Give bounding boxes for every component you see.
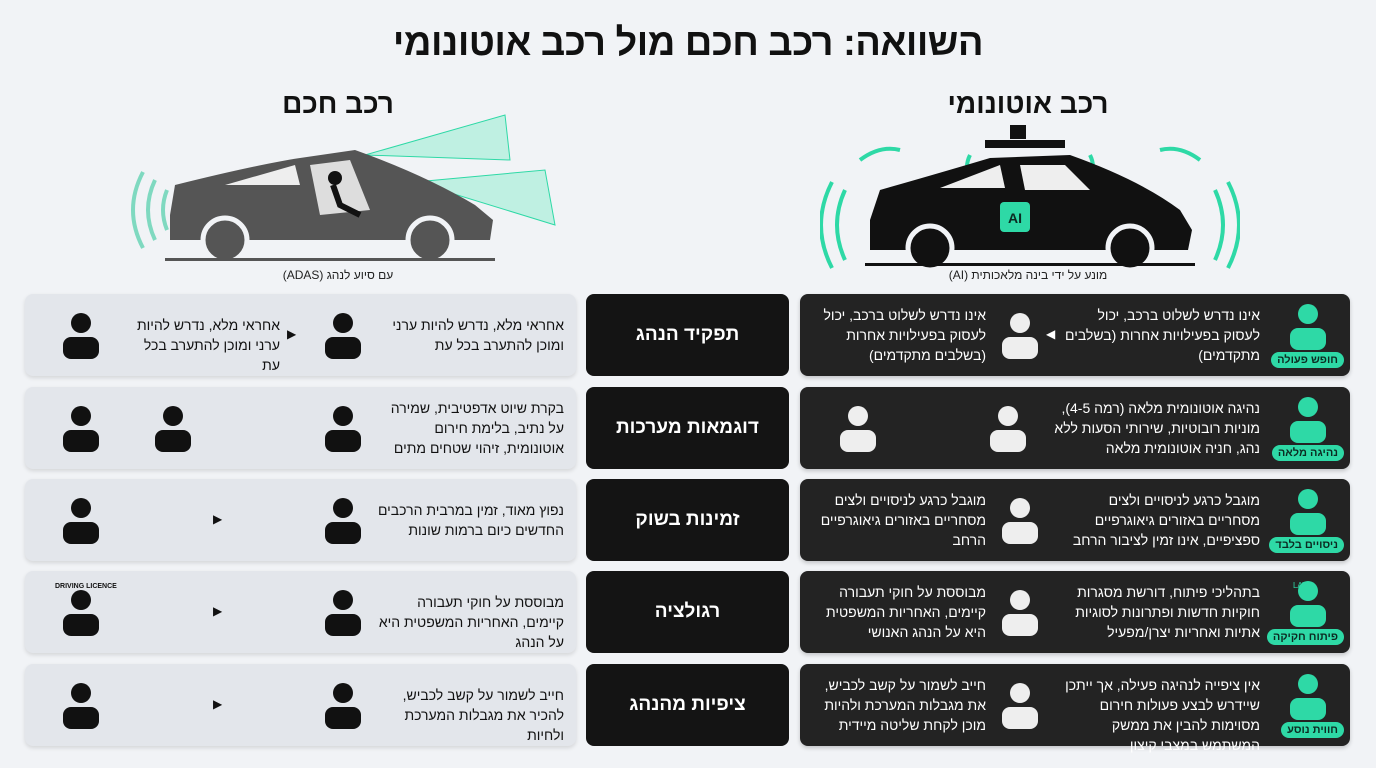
autonomous-car-illustration: AI (820, 125, 1240, 270)
page-title: השוואה: רכב חכם מול רכב אוטונומי (392, 22, 984, 64)
parking-icon (840, 406, 876, 452)
autonomous-row-text-2: מבוססת על חוקי תעבורה קיימים, האחריות המ… (826, 584, 986, 640)
test-car-icon (1290, 489, 1326, 535)
connected-car-icon (1002, 498, 1038, 544)
sensor-beam (364, 114, 511, 161)
driver-icon (63, 313, 99, 359)
tag-badge: ניסויים בלבד (1269, 537, 1344, 553)
eye-icon (63, 683, 99, 729)
smart-row-text: אחראי מלא, נדרש להיות ערני ומוכן להתערב … (392, 317, 564, 353)
law-scroll-icon (1290, 581, 1326, 627)
lane-keeping-icon (63, 406, 99, 452)
smart-row-3: נפוץ מאוד, זמין במרבית הרכבים החדשים כיו… (25, 479, 576, 561)
tag-badge: חווית נוסע (1281, 722, 1344, 738)
smart-row-text: בקרת שיוט אדפטיבית, שמירה על נתיב, בלימת… (390, 400, 564, 456)
sensor-beam (414, 169, 556, 226)
arrow-icon: ▶ (213, 512, 223, 526)
autonomous-row-text-2: אינו נדרש לשלוט ברכב, יכול לעסוק בפעילוי… (823, 307, 986, 363)
autonomous-row-4: פיתוח חקיקה LAW בתהליכי פיתוח, דורשת מסג… (800, 571, 1350, 653)
relaxing-passenger-icon (1290, 304, 1326, 350)
passenger-chat-icon (1290, 674, 1326, 720)
steering-wheel-icon (325, 313, 361, 359)
driving-licence-icon (63, 590, 99, 636)
support-agent-icon (1002, 683, 1038, 729)
smart-row-2: בקרת שיוט אדפטיבית, שמירה על נתיב, בלימת… (25, 387, 576, 469)
smart-row-text: חייב לשמור על קשב לכביש, להכיר את מגבלות… (402, 687, 564, 743)
smart-row-text: נפוץ מאוד, זמין במרבית הרכבים החדשים כיו… (377, 502, 564, 538)
car-body (870, 155, 1192, 250)
collision-warning-icon (155, 406, 191, 452)
tag-badge: פיתוח חקיקה (1266, 629, 1344, 645)
autonomous-row-text: מוגבל כרגע לניסויים ולצים מסחריים באזורי… (1072, 492, 1260, 548)
tag-badge: חופש פעולה (1271, 352, 1344, 368)
autonomous-car-header: רכב אוטונומי (947, 88, 1109, 119)
document-icon (325, 590, 361, 636)
autonomous-row-text: אין ציפייה לנהיגה פעילה, אך ייתכן שיידרש… (1065, 677, 1260, 753)
autonomous-row-5: חווית נוסע אין ציפייה לנהיגה פעילה, אך י… (800, 664, 1350, 753)
smart-row-4: מבוססת על חוקי תעבורה קיימים, האחריות המ… (25, 571, 576, 653)
autonomous-row-text: בתהליכי פיתוח, דורשת מסגרות חוקיות חדשות… (1075, 584, 1260, 640)
autonomous-row-1: חופש פעולה אינו נדרש לשלוט ברכב, יכול לע… (800, 294, 1350, 376)
reading-passenger-icon (1002, 313, 1038, 359)
tag-badge: נהיגה מלאה (1271, 445, 1344, 461)
licence-label: DRIVING LICENCE (55, 583, 117, 590)
arrow-icon: ▶ (213, 697, 223, 711)
smart-car-illustration (131, 114, 556, 265)
cars-check-icon (325, 498, 361, 544)
autonomous-row-3: ניסויים בלבד מוגבל כרגע לניסויים ולצים מ… (800, 479, 1350, 561)
autonomous-row-text-2: מוגבל כרגע לניסויים ולצים מסחריים באזורי… (820, 492, 986, 548)
autonomous-row-2: נהיגה מלאה נהיגה אוטונומית מלאה (רמה 4-5… (800, 387, 1350, 469)
arrow-left-icon: ◀ (1046, 327, 1056, 341)
smart-car-caption: עם סיוע לנהג (ADAS) (282, 268, 394, 282)
brain-icon (325, 683, 361, 729)
autonomous-row-text: נהיגה אוטונומית מלאה (רמה 4-5), מוניות ר… (1054, 400, 1260, 456)
sensor-waves-icon (131, 171, 169, 249)
arrow-icon: ▶ (287, 327, 297, 341)
law-label: LAW (1292, 581, 1310, 590)
dealership-icon (63, 498, 99, 544)
gavel-document-icon (1002, 590, 1038, 636)
self-driving-car-icon (1290, 397, 1326, 443)
category-label: זמינות בשוק (586, 479, 789, 561)
smart-row-text-2: אחראי מלא, נדרש להיות ערני ומוכן להתערב … (136, 317, 280, 373)
smart-car-header: רכב חכם (282, 88, 394, 119)
ai-chip-icon (1000, 202, 1030, 232)
adas-car-icon (325, 406, 361, 452)
smart-row-5: חייב לשמור על קשב לכביש, להכיר את מגבלות… (25, 664, 576, 746)
category-label: ציפיות מהנהג (586, 664, 789, 746)
autonomous-car-caption: מונע על ידי בינה מלאכותית (AI) (948, 268, 1108, 282)
intersection-icon (990, 406, 1026, 452)
autonomous-row-text-2: חייב לשמור על קשב לכביש, את מגבלות המערכ… (824, 677, 986, 733)
smart-row-1: אחראי מלא, נדרש להיות ערני ומוכן להתערב … (25, 294, 576, 376)
category-label: רגולציה (586, 571, 789, 653)
category-label: תפקיד הנהג (586, 294, 789, 376)
smart-row-text: מבוססת על חוקי תעבורה קיימים, האחריות המ… (378, 594, 564, 650)
category-label: דוגמאות מערכות (586, 387, 789, 469)
autonomous-row-text: אינו נדרש לשלוט ברכב, יכול לעסוק בפעילוי… (1064, 307, 1260, 363)
arrow-icon: ▶ (213, 604, 223, 618)
ai-chip-label: AI (1008, 210, 1022, 226)
